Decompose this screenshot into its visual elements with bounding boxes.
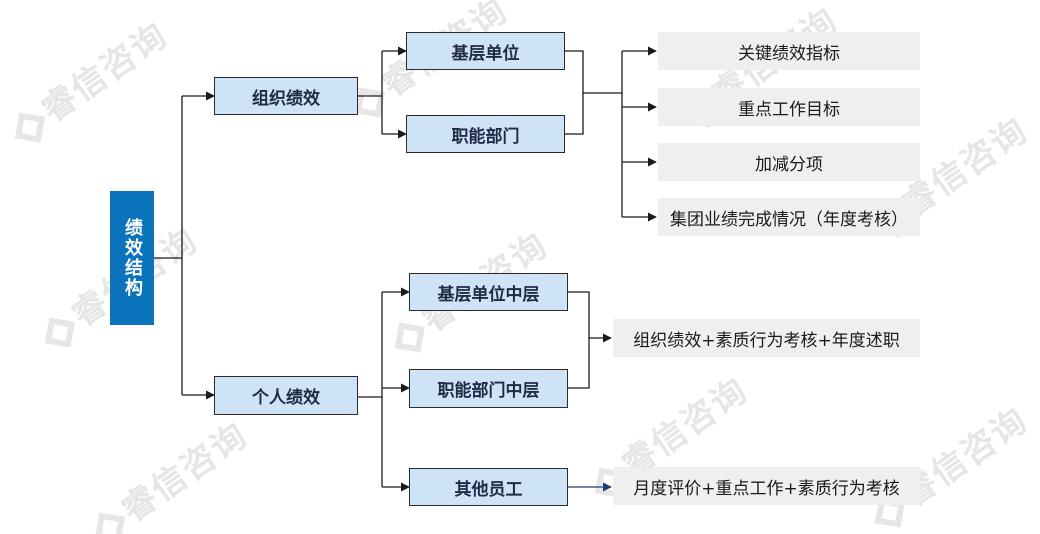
org-metric-item: 重点工作目标 [658, 88, 920, 126]
org-metric-item: 集团业绩完成情况（年度考核） [658, 198, 920, 236]
org-child-node: 职能部门 [406, 115, 565, 153]
connector [568, 291, 590, 389]
personal-performance-node: 个人绩效 [214, 376, 358, 415]
personal-metric-item: 月度评价+重点工作+素质行为考核 [613, 467, 920, 505]
org-metric-item: 关键绩效指标 [658, 32, 920, 70]
root-node: 绩效结构 [110, 191, 154, 325]
personal-child-node: 基层单位中层 [409, 273, 568, 311]
org-performance-node: 组织绩效 [214, 77, 358, 115]
personal-child-node: 其他员工 [409, 468, 568, 506]
org-metric-item: 加减分项 [658, 143, 920, 181]
personal-child-node: 职能部门中层 [409, 369, 568, 408]
personal-metric-item: 组织绩效+素质行为考核+年度述职 [613, 319, 920, 357]
org-child-node: 基层单位 [406, 32, 565, 70]
connector [565, 50, 584, 135]
